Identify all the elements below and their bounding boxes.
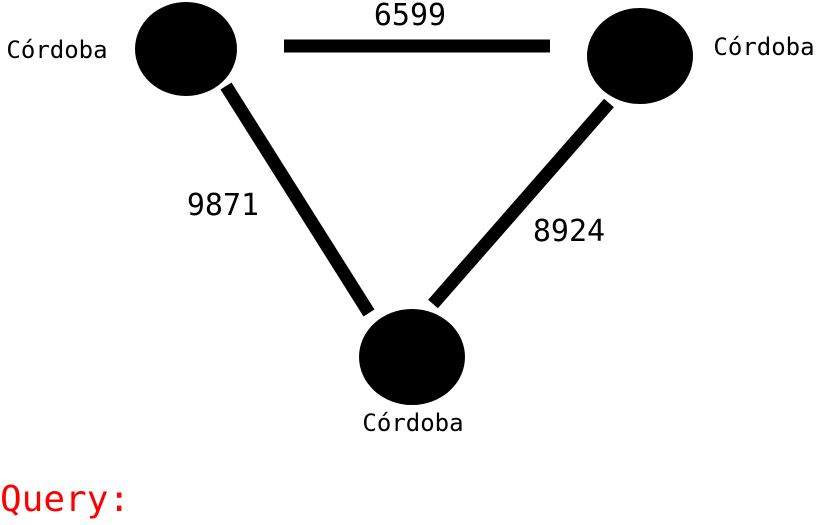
node-b <box>587 8 693 104</box>
node-label-b: Córdoba <box>713 33 814 61</box>
edge-b-c <box>428 98 614 309</box>
edge-weight-a-c: 9871 <box>187 188 259 223</box>
query-label: Query: <box>0 479 131 520</box>
node-c <box>359 309 465 405</box>
node-label-a: Córdoba <box>6 36 107 64</box>
node-label-c: Córdoba <box>362 409 463 437</box>
edge-weight-b-c: 8924 <box>533 214 605 249</box>
edge-a-c <box>220 82 375 317</box>
edge-weight-a-b: 6599 <box>374 0 446 33</box>
graph-diagram: 6599 9871 8924 Córdoba Córdoba Córdoba <box>6 0 814 437</box>
node-a <box>135 2 237 96</box>
